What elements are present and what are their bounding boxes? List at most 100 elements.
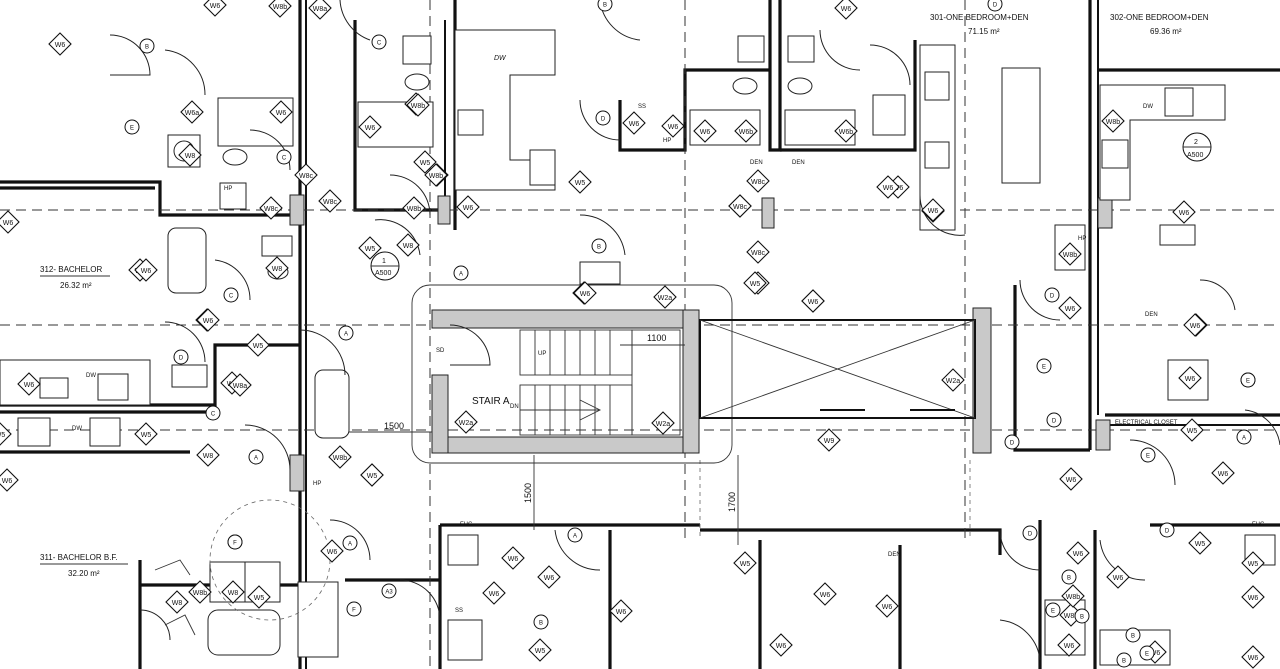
svg-text:1: 1 xyxy=(382,258,386,265)
dw-label-4: DW xyxy=(72,426,82,432)
svg-text:C: C xyxy=(229,294,234,300)
svg-text:W8: W8 xyxy=(203,453,214,460)
svg-text:W6: W6 xyxy=(276,110,287,117)
svg-text:W6: W6 xyxy=(1073,551,1084,558)
dimensions: 1100 1500 1500 1700 xyxy=(340,333,739,545)
door-tag: E xyxy=(1139,645,1155,661)
wall-type-tag: W8c xyxy=(746,240,770,264)
svg-text:W6: W6 xyxy=(55,42,66,49)
wall-type-tag: W8 xyxy=(396,233,420,257)
wall-type-tag: W6 xyxy=(134,258,158,282)
svg-text:W8b: W8b xyxy=(1066,594,1081,601)
wall-type-tag: W6 xyxy=(358,115,382,139)
svg-text:D: D xyxy=(1052,419,1057,425)
dimension-1500-vertical: 1500 xyxy=(523,483,533,503)
wall-type-tag: W5 xyxy=(246,333,270,357)
door-tag: F xyxy=(346,601,362,617)
svg-text:W5: W5 xyxy=(367,473,378,480)
svg-text:F: F xyxy=(352,608,356,614)
wall-type-tag: W2a xyxy=(941,368,965,392)
svg-text:C: C xyxy=(211,412,216,418)
svg-text:W8c: W8c xyxy=(751,179,766,186)
svg-text:E: E xyxy=(130,126,134,132)
wall-type-tag: W8 xyxy=(178,143,202,167)
door-tag: E xyxy=(1036,358,1052,374)
unit-312-area: 26.32 m² xyxy=(60,281,92,290)
svg-text:W8b: W8b xyxy=(429,173,444,180)
door-tag: D xyxy=(1159,522,1175,538)
svg-text:W8b: W8b xyxy=(273,4,288,11)
svg-text:A500: A500 xyxy=(1187,152,1203,159)
svg-text:W6: W6 xyxy=(327,549,338,556)
svg-text:W8b: W8b xyxy=(411,103,426,110)
svg-text:W8: W8 xyxy=(272,266,283,273)
wall-type-tag: W6 xyxy=(1183,313,1207,337)
hp-label-4: HP xyxy=(1078,236,1086,242)
door-tag: D xyxy=(1004,434,1020,450)
svg-text:W8b: W8b xyxy=(333,455,348,462)
door-tag: E xyxy=(1045,602,1061,618)
door-tag: C xyxy=(205,405,221,421)
section-ref-1: 1 A500 xyxy=(370,251,400,281)
dw-label-1: DW xyxy=(494,55,507,62)
wall-type-tag: W8b xyxy=(406,93,430,117)
svg-text:D: D xyxy=(601,117,606,123)
hp-label-1: HP xyxy=(224,186,232,192)
wall-type-tag: W6 xyxy=(0,468,19,492)
wall-type-tag: W5 xyxy=(134,422,158,446)
wall-type-tag: W6 xyxy=(876,175,900,199)
room-labels: 301-ONE BEDROOM+DEN 71.15 m² 302-ONE BED… xyxy=(40,13,1265,614)
wall-type-tag: W2a xyxy=(651,411,675,435)
door-tag: B xyxy=(533,614,549,630)
svg-text:W8c: W8c xyxy=(299,173,314,180)
svg-text:B: B xyxy=(597,245,601,251)
door-tag: D xyxy=(987,0,1003,12)
elevator-wall xyxy=(972,307,992,454)
wall-type-tag: W5 xyxy=(1241,551,1265,575)
electrical-closet-label: ELECTRICAL CLOSET xyxy=(1115,420,1178,426)
svg-text:W6: W6 xyxy=(210,3,221,10)
svg-text:W5: W5 xyxy=(535,648,546,655)
wall-type-tag: W6 xyxy=(1106,565,1130,589)
svg-text:W6: W6 xyxy=(508,556,519,563)
svg-text:W8b: W8b xyxy=(1063,252,1078,259)
den-label-2: DEN xyxy=(792,160,805,166)
stair-core: STAIR A UP DN SD xyxy=(411,284,992,464)
door-tag: A3 xyxy=(381,583,397,599)
svg-text:B: B xyxy=(1080,615,1084,621)
dw-label-2: DW xyxy=(1143,104,1153,110)
door-tag: A xyxy=(338,325,354,341)
svg-text:W5: W5 xyxy=(365,246,376,253)
svg-text:W6: W6 xyxy=(141,268,152,275)
wall-type-tag: W6 xyxy=(1057,633,1081,657)
svg-text:W8b: W8b xyxy=(1106,119,1121,126)
svg-text:W6: W6 xyxy=(820,592,831,599)
svg-text:W6: W6 xyxy=(1218,471,1229,478)
svg-text:D: D xyxy=(1028,532,1033,538)
door-tag: B xyxy=(1061,569,1077,585)
door-tag: C xyxy=(276,149,292,165)
wall-type-tag: W8b xyxy=(328,445,352,469)
wall-type-tag: W6 xyxy=(609,599,633,623)
fhc-label-1: FHC xyxy=(460,522,473,528)
wall-type-tag: W6 xyxy=(1059,467,1083,491)
svg-text:W6: W6 xyxy=(1248,595,1259,602)
wall-type-tag: W5 xyxy=(360,463,384,487)
wall-type-tag: W6 xyxy=(1241,645,1265,669)
ss-label-2: SS xyxy=(455,608,463,614)
svg-text:W8a: W8a xyxy=(233,383,248,390)
wall-type-tag: W6 xyxy=(0,210,20,234)
wall-type-tag: W6 xyxy=(1066,541,1090,565)
section-ref-2: 2 A500 xyxy=(1182,132,1212,162)
wall-type-tag: W6 xyxy=(1241,585,1265,609)
wall-type-tag: W8b xyxy=(424,163,448,187)
svg-text:W6b: W6b xyxy=(739,129,754,136)
unit-302-name: 302-ONE BEDROOM+DEN xyxy=(1110,13,1209,22)
door-tag: E xyxy=(1240,372,1256,388)
svg-text:W6: W6 xyxy=(580,291,591,298)
svg-text:W8: W8 xyxy=(185,153,196,160)
svg-text:W2a: W2a xyxy=(946,378,961,385)
svg-text:A500: A500 xyxy=(375,270,391,277)
columns xyxy=(289,194,1113,492)
den-label-1: DEN xyxy=(750,160,763,166)
